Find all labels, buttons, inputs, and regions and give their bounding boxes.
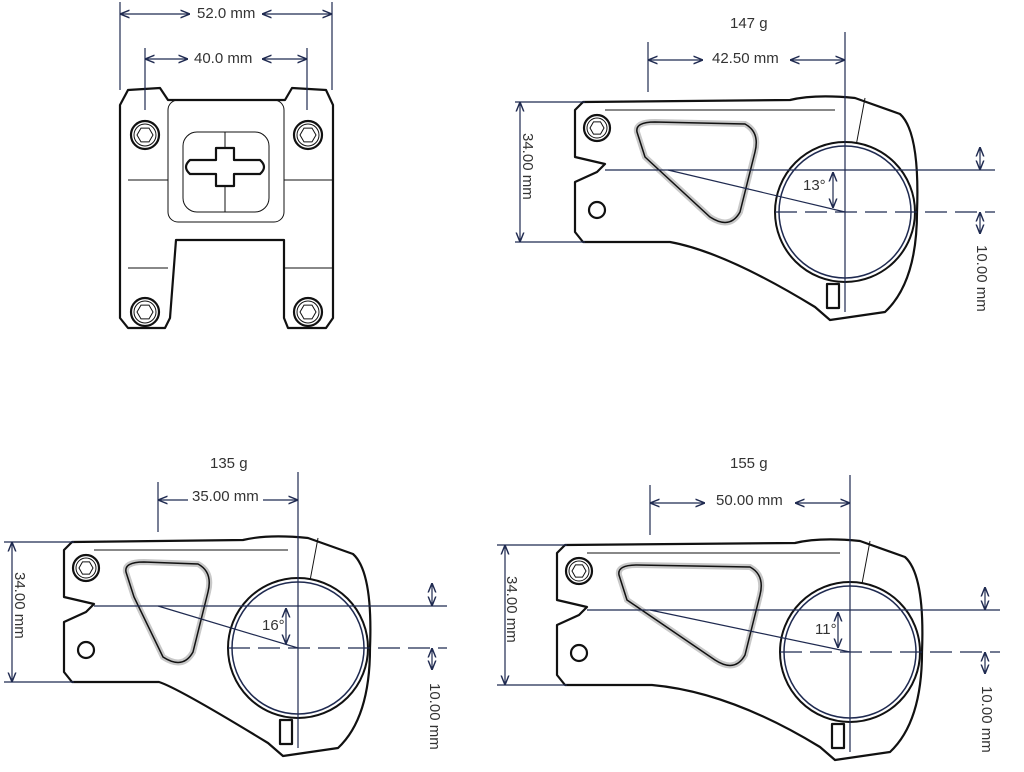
bolt-icon [292, 119, 324, 151]
length-label: 50.00 mm [712, 492, 787, 509]
angle-label: 13° [803, 177, 826, 194]
lower-bolt-icon [76, 640, 96, 660]
bolt-head [133, 300, 157, 324]
clamp-bolt-thread [278, 718, 294, 746]
bolt-head [133, 123, 157, 147]
weight-label: 155 g [730, 455, 768, 472]
hex-socket [571, 564, 587, 578]
clamp-bolt-thread [825, 282, 841, 310]
front-inner-width-label: 40.0 mm [190, 50, 257, 67]
stack-label: 34.00 mm [11, 572, 28, 639]
angle-label: 11° [815, 621, 837, 638]
window-cutout [636, 121, 757, 224]
window-cutout [125, 561, 210, 664]
front-view-body [118, 86, 335, 330]
stack-label: 34.00 mm [519, 133, 536, 200]
hex-socket [299, 304, 317, 320]
window-cutout [618, 564, 762, 667]
hex-socket [136, 304, 154, 320]
bolt-head [586, 117, 608, 139]
hex-socket [136, 127, 154, 143]
length-label: 35.00 mm [188, 488, 263, 505]
lower-bolt-icon [569, 643, 589, 663]
front-outer-width-label: 52.0 mm [193, 5, 260, 22]
bolt-icon [129, 296, 161, 328]
bolt-icon [564, 556, 594, 586]
length-label: 42.50 mm [708, 50, 783, 67]
extension-line [667, 169, 846, 213]
extension-line [649, 609, 851, 653]
bolt-icon [71, 553, 101, 583]
bolt-head [568, 560, 590, 582]
bolt-icon [582, 113, 612, 143]
hex-socket [78, 561, 94, 575]
bolt-icon [129, 119, 161, 151]
faceplate [167, 99, 285, 223]
stack-label: 34.00 mm [503, 576, 520, 643]
hex-socket [589, 121, 605, 135]
bolt-head [296, 300, 320, 324]
hex-socket [299, 127, 317, 143]
weight-label: 147 g [730, 15, 768, 32]
bolt-head [75, 557, 97, 579]
bolt-icon [292, 296, 324, 328]
lower-bolt-icon [587, 200, 607, 220]
extension-line [157, 605, 299, 649]
steerer-slot [184, 146, 266, 188]
angle-label: 16° [262, 617, 285, 634]
faceplate-window [182, 131, 270, 213]
rise-label: 10.00 mm [973, 245, 990, 312]
rise-label: 10.00 mm [426, 683, 443, 750]
weight-label: 135 g [210, 455, 248, 472]
clamp-bolt-thread [830, 722, 846, 750]
bolt-head [296, 123, 320, 147]
rise-label: 10.00 mm [978, 686, 995, 753]
